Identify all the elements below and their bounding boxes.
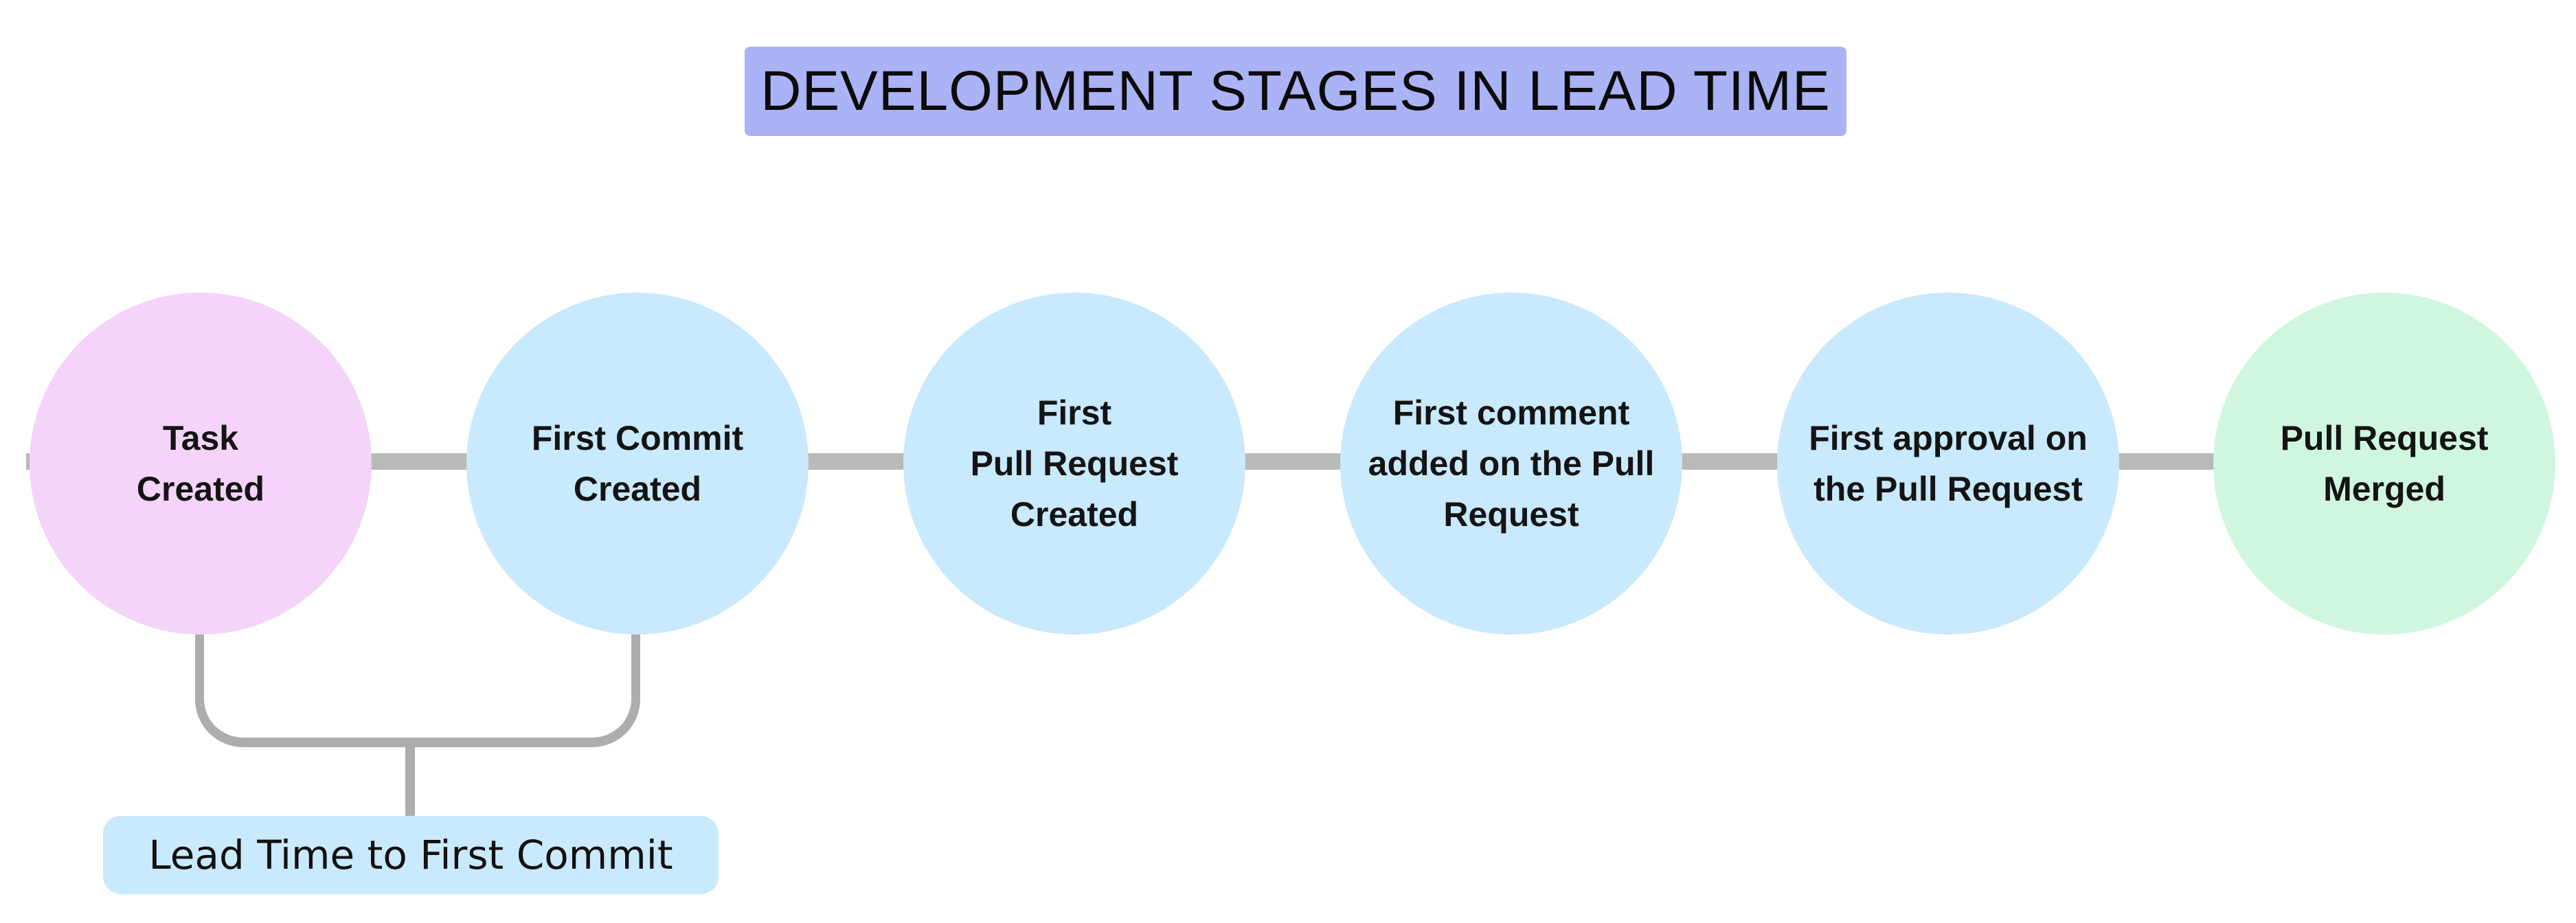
stage-first-comment: First comment added on the Pull Request bbox=[1340, 293, 1682, 635]
stage-label: First Pull Request Created bbox=[970, 394, 1179, 534]
annotation-label: Lead Time to First Commit bbox=[148, 832, 673, 878]
stage-label: Pull Request Merged bbox=[2280, 419, 2489, 508]
stage-label: First comment added on the Pull Request bbox=[1368, 394, 1655, 534]
stage-label: First Commit Created bbox=[531, 419, 744, 508]
stage-first-commit: First Commit Created bbox=[466, 293, 809, 635]
stage-pull-request-merged: Pull Request Merged bbox=[2213, 293, 2555, 635]
lead-time-bracket bbox=[195, 630, 640, 747]
stage-first-approval: First approval on the Pull Request bbox=[1777, 293, 2119, 635]
stage-label: First approval on the Pull Request bbox=[1809, 419, 2088, 508]
page-title: DEVELOPMENT STAGES IN LEAD TIME bbox=[760, 60, 1831, 122]
bracket-stem bbox=[405, 743, 415, 816]
stage-first-pull-request: First Pull Request Created bbox=[903, 293, 1245, 635]
title-banner: DEVELOPMENT STAGES IN LEAD TIME bbox=[745, 47, 1846, 136]
stage-label: Task Created bbox=[136, 419, 265, 508]
lead-time-annotation: Lead Time to First Commit bbox=[103, 816, 719, 894]
stage-task-created: Task Created bbox=[30, 293, 372, 635]
